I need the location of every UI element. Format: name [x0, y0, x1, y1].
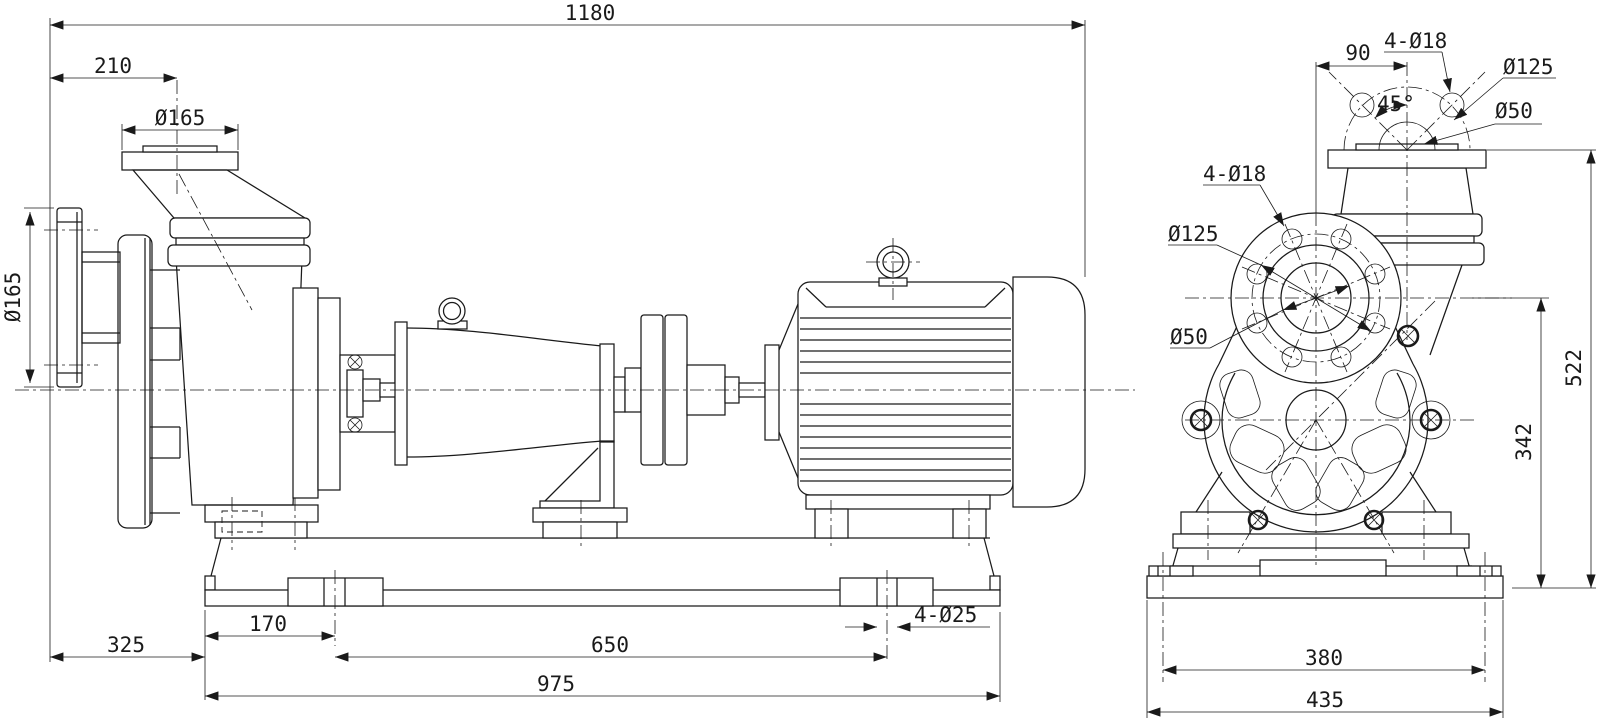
priming-chamber: [117, 234, 181, 529]
end-view: [1146, 62, 1512, 682]
dim-base-slots: 4-Ø25: [914, 603, 977, 627]
motor-feet: [805, 494, 991, 546]
casing-cover: [292, 287, 319, 499]
anchor-slot-block-left: [287, 577, 384, 607]
dim-discharge-offset: 90: [1345, 41, 1370, 65]
side-view: [15, 80, 1135, 662]
dim-discharge-flange-od: Ø165: [155, 106, 206, 130]
seal-gland: [339, 354, 399, 433]
bearing-support: [532, 440, 628, 546]
pump-casing: [175, 257, 341, 506]
suction-flange: [44, 207, 121, 388]
web-cutouts: [1219, 369, 1417, 511]
dim-suction-bore: Ø50: [1170, 325, 1208, 349]
dim-base-width: 435: [1306, 688, 1344, 712]
fan-cover: [1012, 276, 1086, 508]
dim-suction-bolt-holes: 4-Ø18: [1203, 162, 1266, 186]
dim-suction-flange-od: Ø165: [1, 272, 25, 323]
dim-overall-length: 1180: [565, 1, 616, 25]
end-foot-right: [1381, 511, 1452, 535]
dim-discharge-bore: Ø50: [1495, 99, 1533, 123]
dim-discharge-bolt-holes: 4-Ø18: [1384, 29, 1447, 53]
discharge-bolt-hole: [1349, 92, 1375, 118]
lifting-ring: [438, 297, 466, 325]
bearing-cap: [599, 343, 615, 443]
dim-discharge-bolt-circle: Ø125: [1503, 55, 1554, 79]
discharge-bolt-hole: [1439, 92, 1465, 118]
dim-suction-face-to-base: 325: [107, 633, 145, 657]
dim-slot-spacing: 650: [591, 633, 629, 657]
dim-base-edge-to-slot: 170: [249, 612, 287, 636]
dim-base-length: 975: [537, 672, 575, 696]
dim-suction-to-discharge: 210: [94, 54, 132, 78]
discharge-flange-end: [1327, 62, 1487, 356]
motor-shaft-flange: [764, 344, 780, 441]
anchor-slot-block-right: [839, 577, 934, 607]
suction-nozzle: [81, 251, 121, 344]
dim-axis-height: 342: [1512, 423, 1536, 461]
discharge-flange-side: [121, 80, 311, 311]
dim-suction-bolt-circle: Ø125: [1168, 222, 1219, 246]
dim-anchor-slot-spacing: 380: [1305, 646, 1343, 670]
motor: [764, 238, 1086, 546]
bearing-frame: [394, 297, 626, 466]
dim-overall-height: 522: [1562, 349, 1586, 387]
baseplate: [204, 537, 1001, 662]
motor-fins: [800, 317, 1011, 482]
pump-foot: [204, 497, 319, 550]
discharge-cone: [131, 169, 308, 219]
discharge-bolt-circle-arc: [1343, 86, 1471, 151]
motor-body: [797, 281, 1014, 496]
end-baseplate: [1146, 575, 1504, 599]
end-foot-left: [1180, 511, 1251, 535]
dim-discharge-bolt-angle: 45°: [1377, 92, 1415, 116]
